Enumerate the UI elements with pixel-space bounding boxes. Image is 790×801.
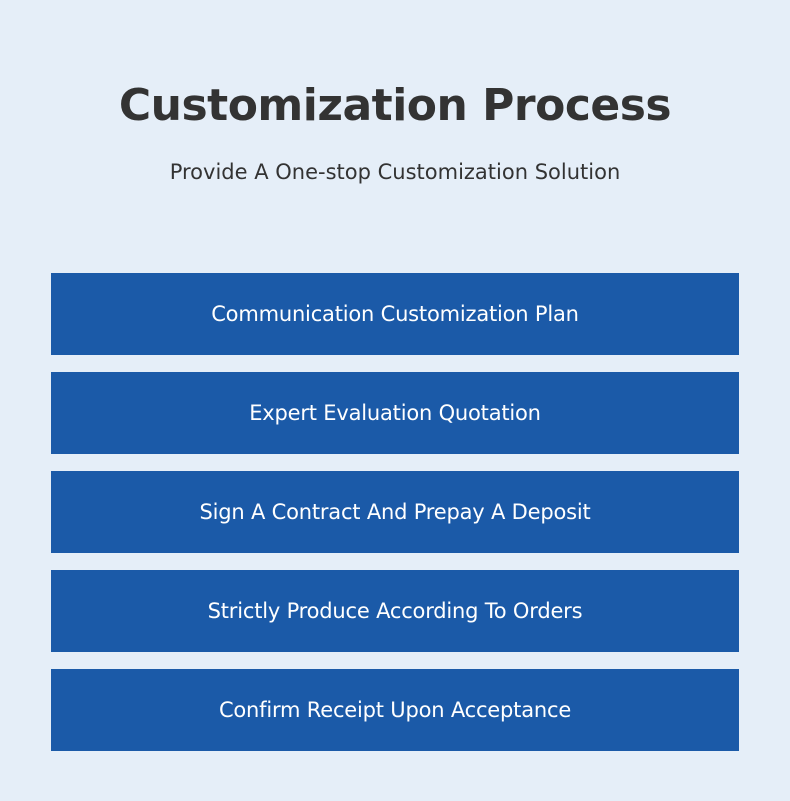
step-2-evaluation-quotation[interactable]: Expert Evaluation Quotation — [51, 372, 739, 454]
step-label: Expert Evaluation Quotation — [249, 401, 541, 425]
step-3-contract-deposit[interactable]: Sign A Contract And Prepay A Deposit — [51, 471, 739, 553]
step-5-confirm-receipt[interactable]: Confirm Receipt Upon Acceptance — [51, 669, 739, 751]
step-label: Communication Customization Plan — [211, 302, 579, 326]
step-4-produce-orders[interactable]: Strictly Produce According To Orders — [51, 570, 739, 652]
process-steps: Communication Customization Plan Expert … — [51, 273, 739, 768]
step-label: Confirm Receipt Upon Acceptance — [218, 698, 572, 722]
step-label: Sign A Contract And Prepay A Deposit — [199, 500, 591, 524]
page-title: Customization Process — [118, 80, 672, 131]
page-subtitle: Provide A One-stop Customization Solutio… — [169, 160, 621, 184]
step-1-communication-plan[interactable]: Communication Customization Plan — [51, 273, 739, 355]
step-label: Strictly Produce According To Orders — [207, 599, 583, 623]
